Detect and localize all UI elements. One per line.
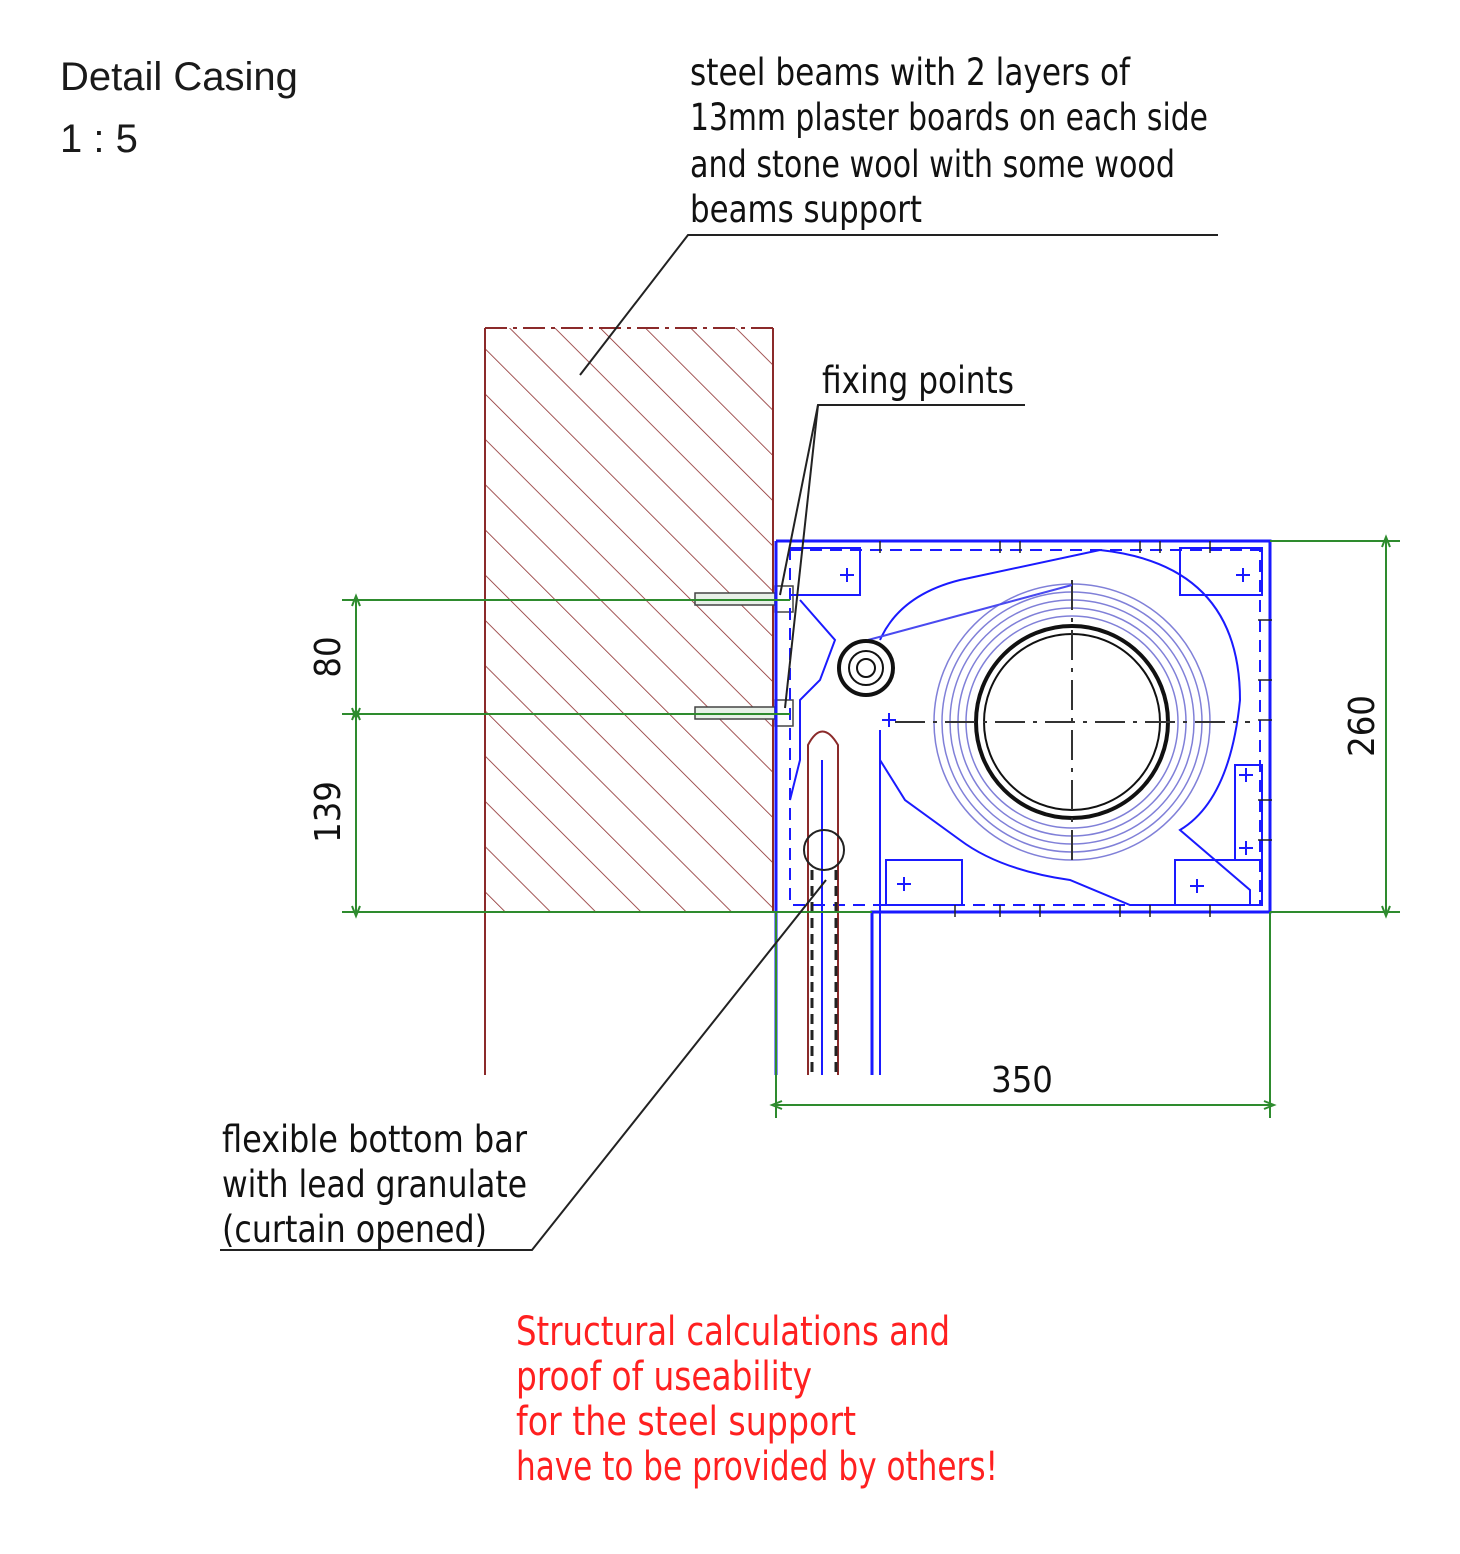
wall-note: steel beams with 2 layers of 13mm plaste… bbox=[690, 51, 1208, 231]
warning-line-3: for the steel support bbox=[516, 1399, 856, 1445]
bracket-top-right bbox=[1179, 547, 1263, 596]
fixing-points-note: fixing points bbox=[822, 359, 1014, 402]
bottom-bar-note-line-1: flexible bottom bar bbox=[222, 1118, 527, 1161]
warning-line-2: proof of useability bbox=[516, 1354, 812, 1400]
bottom-bar-ball bbox=[803, 829, 845, 871]
bracket-top-left bbox=[790, 547, 861, 596]
wall-hatch bbox=[485, 328, 773, 912]
guide-roller bbox=[837, 639, 895, 697]
dimension-80: 80 bbox=[308, 636, 349, 677]
wall-note-line-1: steel beams with 2 layers of bbox=[690, 51, 1131, 94]
wall-note-leader bbox=[579, 234, 1218, 376]
roller-casing bbox=[774, 539, 1272, 1075]
structural-warning: Structural calculations and proof of use… bbox=[516, 1309, 998, 1490]
casing-outline bbox=[776, 539, 1272, 1075]
drawing-title: Detail Casing bbox=[60, 55, 298, 99]
wall-note-line-2: 13mm plaster boards on each side bbox=[690, 96, 1208, 139]
wall-note-line-4: beams support bbox=[690, 188, 922, 231]
bracket-bottom-right bbox=[1174, 859, 1263, 906]
bracket-right-mid bbox=[1234, 764, 1263, 861]
warning-line-1: Structural calculations and bbox=[516, 1309, 950, 1355]
curtain-feed bbox=[867, 584, 1073, 641]
ticks bbox=[879, 541, 1272, 917]
bottom-bar-note-line-3: (curtain opened) bbox=[222, 1208, 487, 1251]
title-block: Detail Casing 1 : 5 bbox=[60, 55, 298, 161]
warning-line-4: have to be provided by others! bbox=[516, 1444, 998, 1490]
fixing-note-leader-2 bbox=[784, 404, 819, 709]
leader-lines bbox=[220, 234, 1218, 1251]
dimension-lines bbox=[342, 534, 1400, 1118]
dimension-350: 350 bbox=[991, 1060, 1053, 1101]
guide-roller-mid bbox=[848, 650, 884, 686]
bottom-bar-outline bbox=[807, 730, 839, 1075]
guide-profile bbox=[789, 599, 837, 801]
drawing-scale: 1 : 5 bbox=[60, 117, 138, 161]
fixing-note-leader bbox=[779, 404, 1025, 596]
coil-housing bbox=[879, 548, 1251, 906]
bottom-bar-note: flexible bottom bar with lead granulate … bbox=[222, 1118, 527, 1251]
dimension-139: 139 bbox=[308, 781, 349, 843]
dimension-260: 260 bbox=[1342, 695, 1383, 757]
wall-note-line-3: and stone wool with some wood bbox=[690, 143, 1175, 186]
bracket-bottom-left bbox=[885, 859, 963, 906]
bottom-bar-leader bbox=[220, 879, 827, 1251]
wall-section bbox=[484, 327, 774, 1075]
casing-inner-dashed bbox=[789, 549, 1261, 906]
guide-roller-inner bbox=[856, 658, 876, 678]
curtain-coil bbox=[867, 580, 1250, 865]
guide-roller-outer bbox=[837, 639, 895, 697]
bottom-bar bbox=[803, 730, 845, 1075]
bottom-bar-note-line-2: with lead granulate bbox=[222, 1163, 527, 1206]
fixing-marks bbox=[840, 568, 1253, 893]
